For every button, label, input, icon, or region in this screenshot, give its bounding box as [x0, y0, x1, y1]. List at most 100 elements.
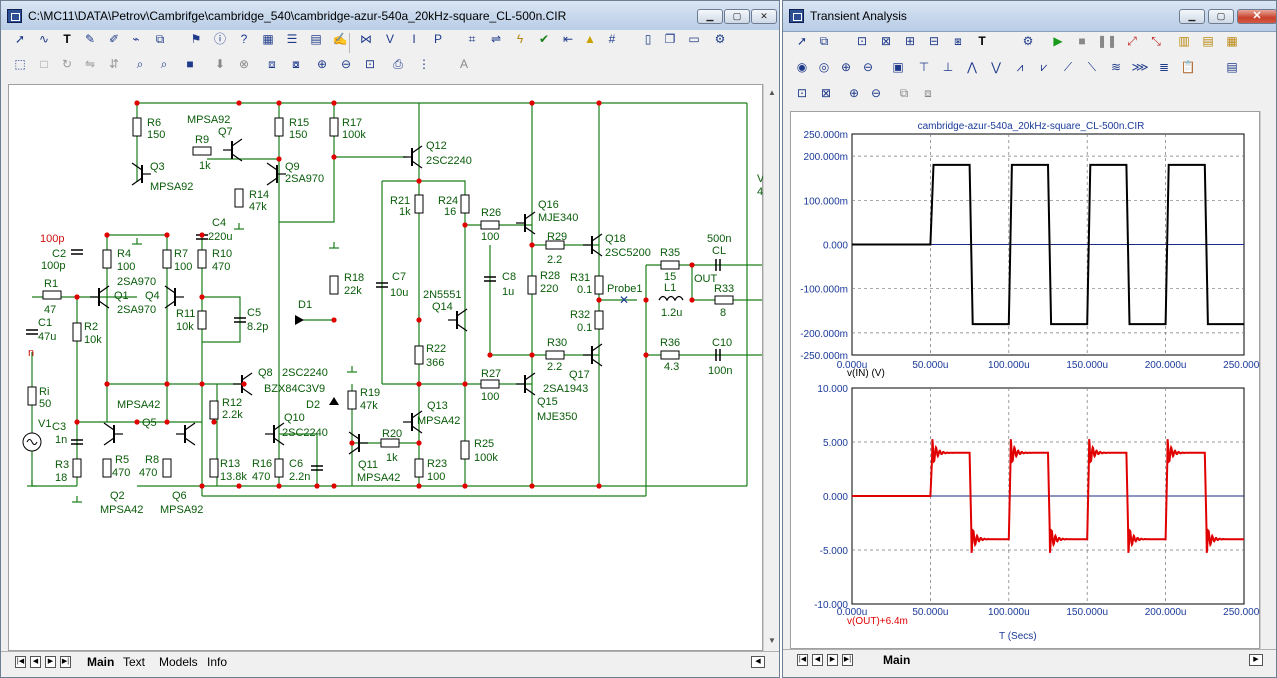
run-icon[interactable]: ▶ — [1053, 34, 1063, 48]
zoom-out-icon[interactable]: ⊖ — [340, 57, 352, 71]
font-icon[interactable]: A — [459, 57, 468, 71]
power-icon[interactable]: P — [433, 32, 442, 46]
pause-icon[interactable]: ❚❚ — [1097, 34, 1118, 48]
cursor-right-icon[interactable]: ⤡ — [1151, 34, 1161, 48]
ungroup-icon[interactable]: ⧇ — [292, 57, 300, 71]
warning-icon[interactable]: ▲ — [584, 32, 596, 46]
flip-x-icon[interactable]: ⇋ — [84, 57, 96, 71]
current-icon[interactable]: I — [412, 32, 416, 46]
plot-copy-icon[interactable]: ⧉ — [899, 86, 909, 100]
brush-icon[interactable]: ✐ — [108, 32, 120, 46]
cancel-icon[interactable]: ⊗ — [238, 57, 250, 71]
analysis-scroll-right-icon[interactable]: ▶ — [1249, 654, 1263, 666]
scale-icon[interactable]: ⊡ — [856, 34, 868, 48]
transient-minimize-button[interactable]: ▁ — [1179, 9, 1205, 24]
meas8-icon[interactable]: ⟍ — [1087, 60, 1097, 74]
pages-icon[interactable]: ❐ — [664, 32, 676, 46]
minimize-button[interactable]: ▁ — [697, 9, 723, 24]
analysis-next-tab-icon[interactable]: ▶ — [827, 654, 838, 666]
scroll-down-icon[interactable]: ▼ — [768, 636, 776, 645]
grid-dots-icon[interactable]: # — [608, 32, 616, 46]
maximize-button[interactable]: ▢ — [724, 9, 750, 24]
tab-main[interactable]: Main — [87, 655, 115, 669]
layout3-icon[interactable]: ▦ — [1226, 34, 1238, 48]
help-icon[interactable]: ? — [240, 32, 248, 46]
stop-run-icon[interactable]: ■ — [1078, 34, 1086, 48]
peak-icon[interactable]: ◉ — [796, 60, 808, 74]
analysis-tab-main[interactable]: Main — [883, 653, 911, 667]
zoom-reset-icon[interactable]: ⊖ — [862, 60, 874, 74]
analysis-text-icon[interactable]: T — [978, 34, 986, 48]
list-icon[interactable]: ☰ — [286, 32, 298, 46]
node-icon[interactable]: ⋈ — [360, 32, 372, 46]
scale2-icon[interactable]: ⊠ — [880, 34, 892, 48]
info-icon[interactable]: ⓘ — [213, 32, 226, 46]
analysis-copy-icon[interactable]: ⧉ — [819, 34, 829, 48]
analysis-zoom-in-icon[interactable]: ⊕ — [848, 86, 860, 100]
prev-tab-icon[interactable]: ◀ — [30, 656, 41, 668]
meas1-icon[interactable]: ⊤ — [918, 60, 930, 74]
group-icon[interactable]: ⧈ — [268, 57, 276, 71]
analysis-properties-icon[interactable]: ⚙ — [1022, 34, 1034, 48]
fit-y-icon[interactable]: ⊠ — [820, 86, 832, 100]
flag-icon[interactable]: ⚑ — [190, 32, 202, 46]
scroll-left-icon[interactable]: ◀ — [751, 656, 765, 668]
check-icon[interactable]: ✔ — [538, 32, 550, 46]
copy-icon[interactable]: ⧉ — [155, 32, 165, 46]
zoom-fit-icon[interactable]: ⊡ — [364, 57, 376, 71]
down-arrow-icon[interactable]: ⬇ — [214, 57, 226, 71]
meas4-icon[interactable]: ⋁ — [991, 60, 1001, 74]
plot-paste-icon[interactable]: ⧈ — [924, 86, 932, 100]
meas3-icon[interactable]: ⋀ — [967, 60, 977, 74]
scroll-up-icon[interactable]: ▲ — [768, 88, 776, 97]
close-button[interactable]: ✕ — [751, 9, 777, 24]
wire-icon[interactable]: ∿ — [38, 32, 50, 46]
analysis-select-icon[interactable]: ➚ — [796, 34, 808, 48]
marker-icon[interactable]: ⇤ — [562, 32, 574, 46]
page-icon[interactable]: ▯ — [644, 32, 652, 46]
find-next-icon[interactable]: ⌕ — [160, 57, 168, 71]
scale3-icon[interactable]: ⊞ — [904, 34, 916, 48]
next-tab-icon[interactable]: ▶ — [45, 656, 56, 668]
meas2-icon[interactable]: ⊥ — [942, 60, 954, 74]
box-icon[interactable]: □ — [40, 57, 48, 71]
tab-info[interactable]: Info — [207, 655, 228, 669]
analysis-last-tab-icon[interactable]: ▶| — [842, 654, 853, 666]
grid-icon[interactable]: ▦ — [262, 32, 274, 46]
layout1-icon[interactable]: ▥ — [1178, 34, 1190, 48]
voltage-icon[interactable]: V — [385, 32, 394, 46]
analysis-zoom-out-icon[interactable]: ⊖ — [870, 86, 882, 100]
fit-x-icon[interactable]: ⊡ — [796, 86, 808, 100]
meas6-icon[interactable]: ⩗ — [1040, 60, 1048, 74]
valley-icon[interactable]: ◎ — [818, 60, 830, 74]
analysis-prev-tab-icon[interactable]: ◀ — [812, 654, 823, 666]
pin-icon[interactable]: ⇌ — [490, 32, 502, 46]
lightning-icon[interactable]: ϟ — [516, 32, 524, 46]
region-icon[interactable]: ⬚ — [14, 57, 26, 71]
scale5-icon[interactable]: ⧆ — [954, 34, 962, 48]
data-icon[interactable]: ▣ — [892, 60, 904, 74]
list-view-icon[interactable]: ▤ — [1226, 60, 1238, 74]
component-icon[interactable]: ⌁ — [132, 32, 140, 46]
print-icon[interactable]: ⎙ — [393, 57, 403, 71]
clipboard-icon[interactable]: 📋 — [1180, 60, 1196, 74]
rotate-icon[interactable]: ↻ — [61, 57, 73, 71]
first-tab-icon[interactable]: |◀ — [15, 656, 26, 668]
find-icon[interactable]: ⌕ — [136, 57, 144, 71]
tab-text[interactable]: Text — [123, 655, 146, 669]
plot-canvas[interactable]: cambridge-azur-540a_20kHz-square_CL-500n… — [790, 111, 1265, 649]
align-icon[interactable]: ⋮ — [418, 57, 430, 71]
layout2-icon[interactable]: ▤ — [1202, 34, 1214, 48]
transient-maximize-button[interactable]: ▢ — [1208, 9, 1234, 24]
meas5-icon[interactable]: ⩘ — [1016, 60, 1024, 74]
zoom-in-icon[interactable]: ⊕ — [316, 57, 328, 71]
tab-models[interactable]: Models — [159, 655, 198, 669]
meas10-icon[interactable]: ⋙ — [1131, 60, 1149, 74]
transient-close-button[interactable]: ✕ — [1237, 9, 1276, 24]
last-tab-icon[interactable]: ▶| — [60, 656, 71, 668]
scale4-icon[interactable]: ⊟ — [928, 34, 940, 48]
edit-icon[interactable]: ✍ — [332, 32, 348, 46]
meas9-icon[interactable]: ≋ — [1110, 60, 1122, 74]
meas11-icon[interactable]: ≣ — [1158, 60, 1170, 74]
state-icon[interactable]: ⌗ — [468, 32, 476, 46]
